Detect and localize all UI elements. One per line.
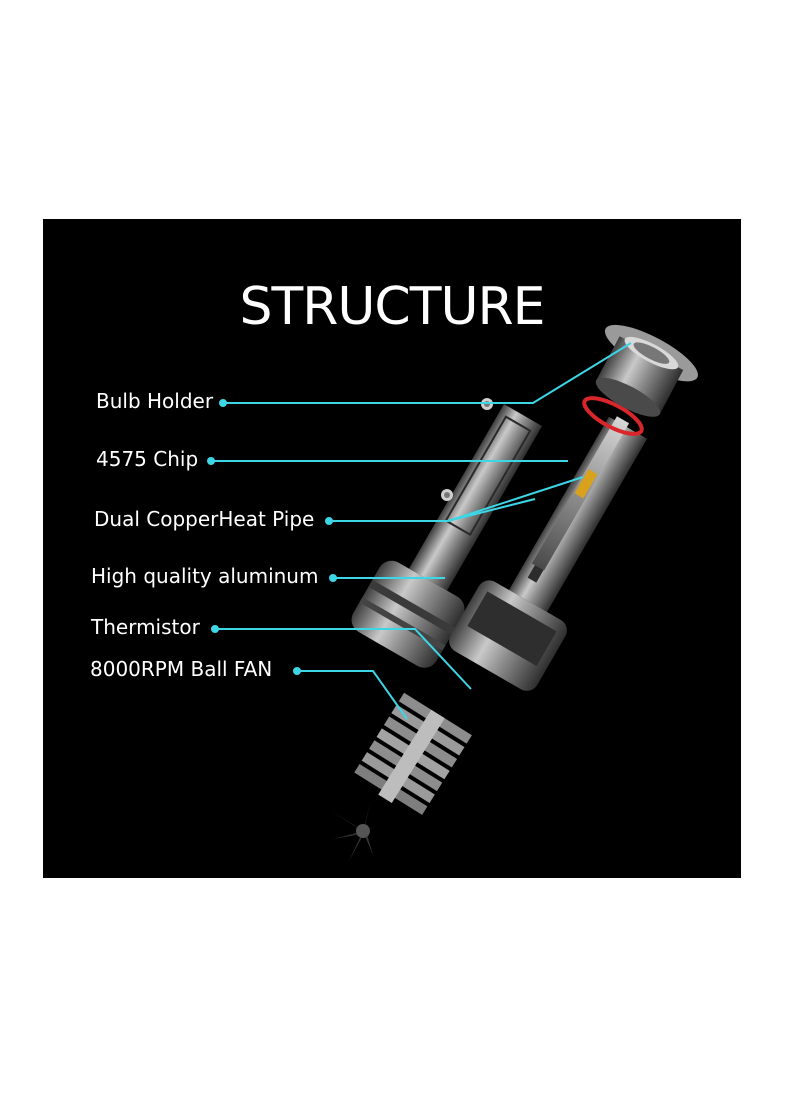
leader-bulb-holder bbox=[223, 342, 632, 404]
label-thermistor: Thermistor bbox=[91, 615, 200, 639]
label-fan: 8000RPM Ball FAN bbox=[90, 657, 273, 681]
exploded-bulb-illustration bbox=[207, 324, 698, 861]
label-aluminum: High quality aluminum bbox=[91, 564, 319, 588]
heat-sink bbox=[354, 692, 472, 815]
screw-middle bbox=[441, 489, 453, 501]
leader-fan bbox=[297, 670, 408, 720]
fan-blades bbox=[329, 801, 391, 861]
structure-panel: STRUCTURE Bulb Holder 4575 Chip Dual Cop… bbox=[43, 219, 741, 878]
label-heat-pipe: Dual CopperHeat Pipe bbox=[94, 507, 315, 531]
leader-lines bbox=[207, 342, 632, 720]
leader-thermistor bbox=[215, 628, 472, 690]
label-chip: 4575 Chip bbox=[96, 447, 199, 471]
right-housing bbox=[449, 416, 648, 691]
chip-strip bbox=[531, 416, 630, 571]
bulb-holder-cap bbox=[595, 324, 698, 417]
page-title: STRUCTURE bbox=[239, 277, 545, 337]
left-housing bbox=[351, 404, 543, 668]
label-bulb-holder: Bulb Holder bbox=[96, 389, 214, 413]
o-ring bbox=[582, 396, 644, 436]
